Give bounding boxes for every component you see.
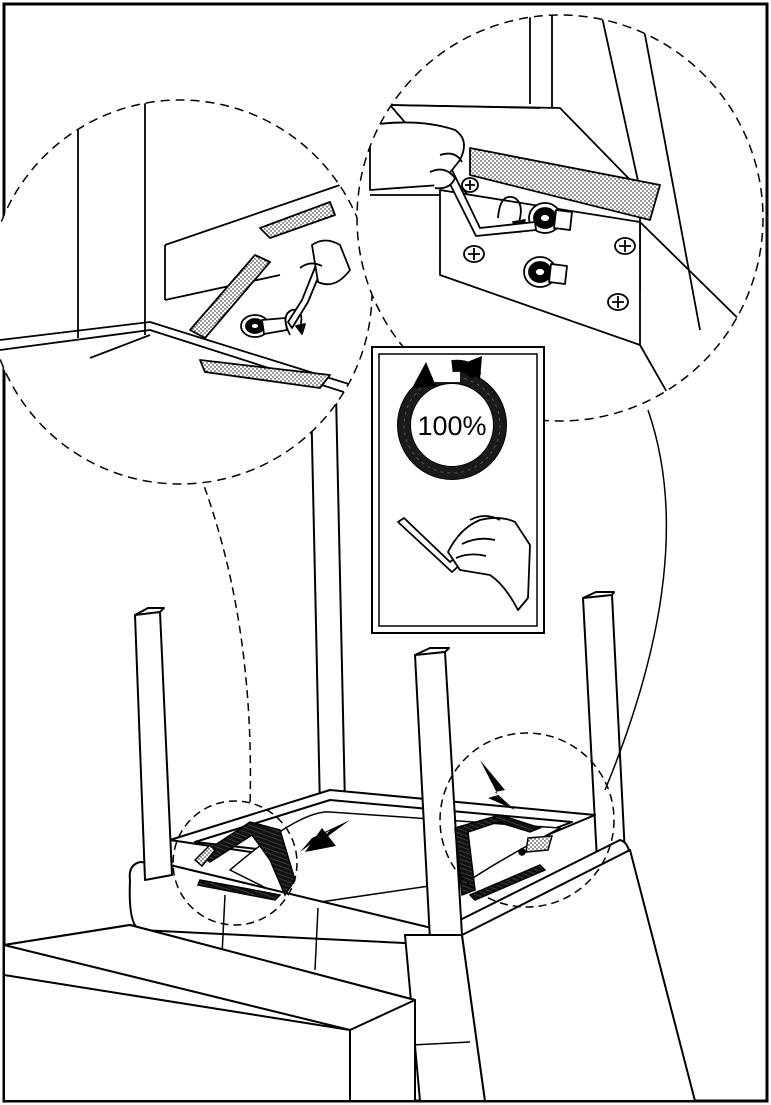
chair-leg-front-right bbox=[415, 652, 462, 940]
left-bracket-detail bbox=[0, 100, 400, 484]
chair-leg-back-right bbox=[583, 595, 625, 860]
instruction-panel: 100% bbox=[372, 347, 544, 633]
chair-leg-front-left bbox=[135, 612, 172, 880]
arrow-to-right-bracket bbox=[480, 760, 515, 810]
left-callout-connector bbox=[200, 475, 250, 805]
tighten-percent-label: 100% bbox=[417, 411, 486, 441]
